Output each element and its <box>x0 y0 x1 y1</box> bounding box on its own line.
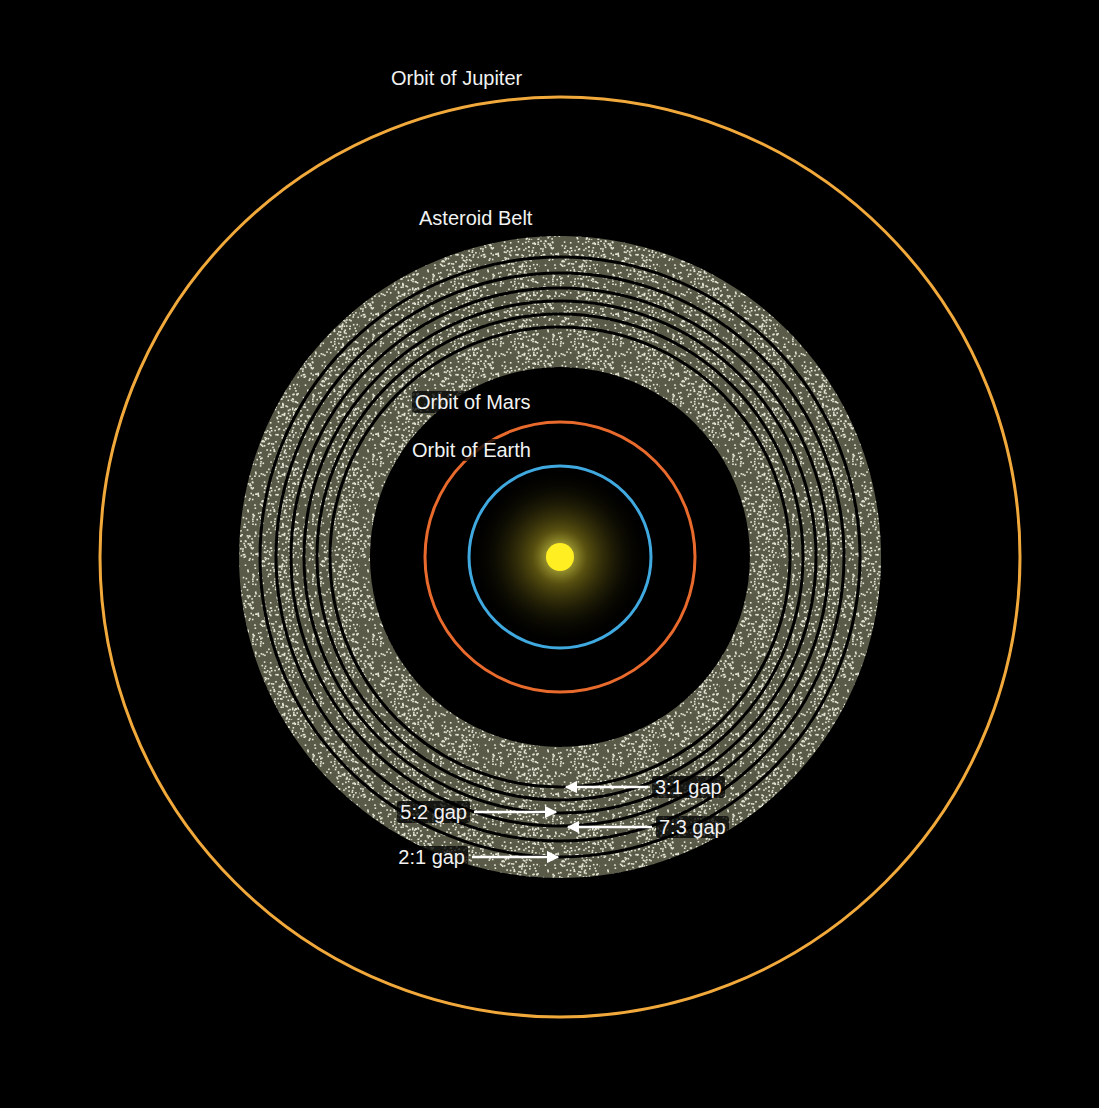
asteroid-belt <box>239 236 881 878</box>
orbit-label: Orbit of Earth <box>409 439 534 461</box>
jupiter-orbit <box>100 97 1020 1017</box>
gap-label: 5:2 gap <box>397 801 470 823</box>
sun-glow <box>470 467 650 647</box>
orbit-label: Orbit of Mars <box>412 391 534 413</box>
gap-label: 3:1 gap <box>652 776 725 798</box>
resonance-gaps <box>260 257 860 857</box>
sun <box>546 543 574 571</box>
gap-label: 2:1 gap <box>395 846 468 868</box>
belt-label: Asteroid Belt <box>416 207 535 229</box>
gap-label: 7:3 gap <box>656 816 729 838</box>
mars-orbit <box>425 422 695 692</box>
leader-arrows <box>472 787 652 857</box>
orbit-label: Orbit of Jupiter <box>388 67 525 89</box>
earth-orbit <box>469 466 651 648</box>
